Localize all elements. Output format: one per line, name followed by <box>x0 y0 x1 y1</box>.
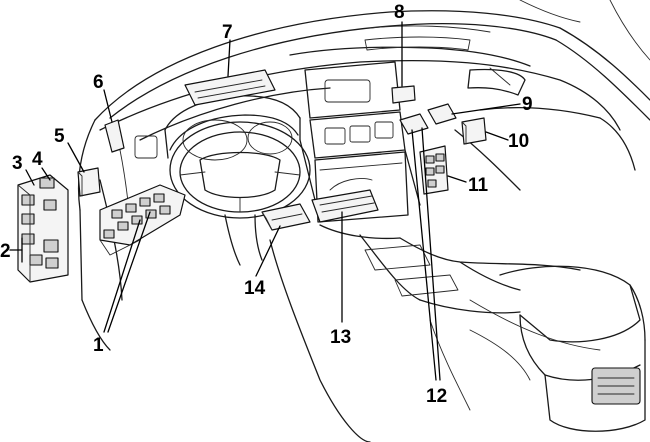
callout-1: 1 <box>93 335 104 356</box>
center-console <box>269 224 646 442</box>
steering-wheel <box>169 121 311 266</box>
callout-14: 14 <box>244 278 266 299</box>
callout-5: 5 <box>54 126 65 147</box>
relay-5-component <box>77 167 101 197</box>
callout-7: 7 <box>222 22 233 43</box>
sensor-8-component <box>391 85 416 104</box>
relay-10-component <box>461 117 487 145</box>
ecu-13-component <box>311 178 379 223</box>
callout-4: 4 <box>32 149 43 170</box>
instrument-cluster <box>164 95 301 161</box>
module-6-component <box>104 119 125 153</box>
callout-11: 11 <box>468 175 489 196</box>
leader-lines <box>9 21 521 381</box>
fuse-block-component <box>99 184 186 256</box>
callout-9: 9 <box>522 94 533 115</box>
connector-block-11-component <box>419 145 449 195</box>
relay-9-component <box>427 103 457 125</box>
dashboard-top <box>99 25 621 141</box>
callout-2: 2 <box>0 241 11 262</box>
callout-13: 13 <box>330 327 351 348</box>
module-7-component <box>184 69 276 106</box>
callout-labels: 1 2 3 4 5 6 7 8 9 10 11 12 13 14 <box>0 2 533 407</box>
junction-block-component <box>17 174 69 283</box>
callout-10: 10 <box>508 131 529 152</box>
callout-6: 6 <box>93 72 104 93</box>
passenger-dash <box>454 67 636 191</box>
module-14-component <box>261 203 311 231</box>
callout-12: 12 <box>426 386 447 407</box>
callout-8: 8 <box>394 2 405 23</box>
relay-12-component <box>399 113 429 135</box>
callout-3: 3 <box>12 153 23 174</box>
